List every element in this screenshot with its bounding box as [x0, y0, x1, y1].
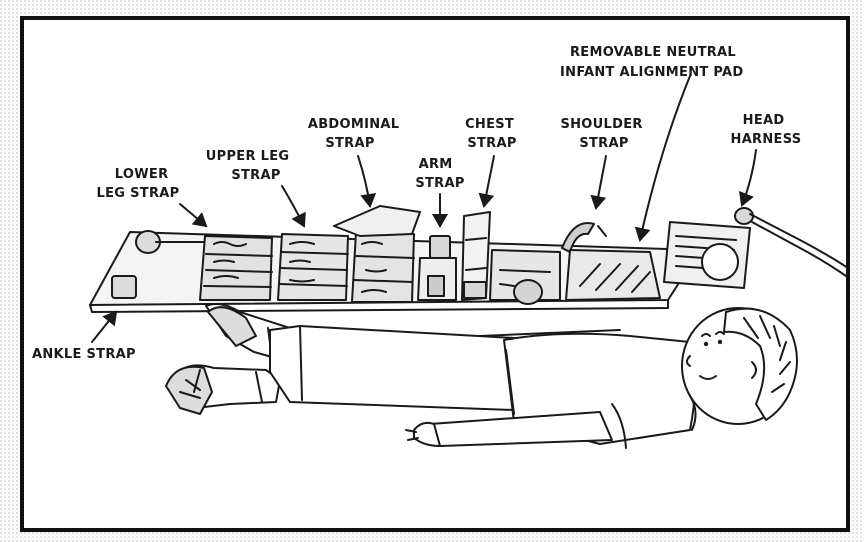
lower-leg-strap-graphic: [200, 236, 272, 300]
upper-leg-strap-label-line1: UPPER LEG: [206, 149, 290, 164]
removable-pad-label-line2: INFANT ALIGNMENT PAD: [560, 65, 743, 80]
lower-leg-strap-label-line2: LEG STRAP: [97, 186, 180, 201]
shoulder-strap-label-line1: SHOULDER: [560, 117, 642, 132]
ankle-strap-label: ANKLE STRAP: [32, 347, 136, 362]
head-harness-label-line1: HEAD: [743, 113, 785, 128]
shoulder-strap-label-line2: STRAP: [579, 136, 628, 151]
abdominal-strap-label-line2: STRAP: [325, 136, 374, 151]
head-harness-label-line2: HARNESS: [731, 132, 802, 147]
chest-strap-label-line2: STRAP: [467, 136, 516, 151]
upper-leg-strap-graphic: [278, 234, 348, 300]
removable-pad-label-line1: REMOVABLE NEUTRAL: [570, 45, 736, 60]
lower-leg-strap-label-line1: LOWER: [115, 167, 169, 182]
arm-strap-label-line2: STRAP: [415, 176, 464, 191]
chest-strap-label-line1: CHEST: [465, 117, 514, 132]
ankle-strap-label-line1: ANKLE STRAP: [32, 347, 136, 362]
arm-strap-label-line1: ARM: [419, 157, 453, 172]
upper-leg-strap-label-line2: STRAP: [231, 168, 280, 183]
abdominal-strap-label-line1: ABDOMINAL: [308, 117, 400, 132]
removable-pad-graphic: [566, 250, 660, 300]
